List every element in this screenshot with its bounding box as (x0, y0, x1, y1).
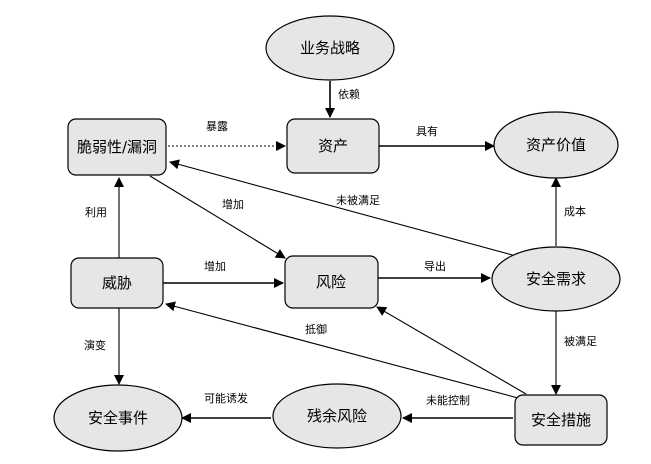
node-label: 安全需求 (526, 270, 586, 288)
label-has: 具有 (416, 124, 438, 138)
node-business-strategy: 业务战略 (265, 15, 395, 81)
node-risk: 风险 (284, 255, 379, 309)
node-label: 业务战略 (300, 39, 360, 57)
label-may-induce: 可能诱发 (204, 391, 248, 405)
edge-labels: 依赖 暴露 具有 未被满足 成本 增加 利用 增加 导出 抵御 被满足 演变 可… (84, 88, 597, 407)
node-label: 威胁 (102, 274, 132, 292)
label-not-satisfied: 未被满足 (336, 194, 380, 207)
label-derives: 导出 (424, 259, 446, 273)
label-depends-on: 依赖 (338, 88, 360, 101)
node-security-incident: 安全事件 (53, 384, 183, 452)
node-asset: 资产 (286, 118, 380, 174)
label-exposes: 暴露 (206, 120, 228, 133)
node-label: 风险 (316, 273, 346, 291)
edge-measure-to-threat (165, 301, 519, 399)
node-security-measure: 安全措施 (514, 394, 608, 446)
node-residual-risk: 残余风险 (272, 383, 402, 449)
edge-measure-to-risk (376, 306, 527, 395)
node-threat: 威胁 (70, 257, 164, 309)
node-label: 脆弱性/漏洞 (77, 138, 157, 156)
node-label: 安全事件 (88, 409, 148, 427)
label-evolves: 演变 (84, 338, 106, 352)
node-label: 资产 (318, 137, 348, 155)
label-satisfied-by: 被满足 (564, 335, 597, 348)
node-label: 残余风险 (307, 407, 367, 425)
edges (114, 81, 561, 423)
label-increases-2: 增加 (204, 259, 226, 273)
edge-vulnerability-to-risk (149, 175, 286, 259)
label-exploits: 利用 (85, 206, 107, 219)
label-increases-1: 增加 (222, 197, 244, 211)
node-vulnerability: 脆弱性/漏洞 (67, 118, 167, 176)
node-security-requirement: 安全需求 (491, 246, 621, 312)
edge-requirement-to-vulnerability (169, 159, 517, 257)
label-resists: 抵御 (305, 322, 327, 336)
node-label: 资产价值 (526, 136, 586, 154)
node-asset-value: 资产价值 (493, 111, 619, 179)
label-not-controlled: 未能控制 (426, 393, 470, 407)
node-label: 安全措施 (531, 411, 591, 429)
label-cost: 成本 (564, 204, 586, 218)
